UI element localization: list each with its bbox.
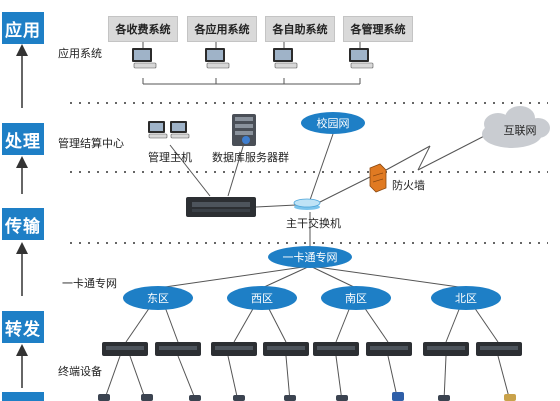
access-switch-icon	[263, 342, 309, 356]
section-label-mgmt: 管理结算中心	[58, 137, 124, 150]
section-label-term: 终端设备	[58, 365, 102, 378]
access-switch-icon	[102, 342, 148, 356]
access-switch-icon	[155, 342, 201, 356]
terminal-device-icon	[284, 395, 296, 401]
terminal-device-icon	[438, 395, 450, 401]
zone-node-north: 北区	[431, 286, 501, 310]
mgmt-host-label: 管理主机	[148, 151, 192, 164]
access-switch-icon	[313, 342, 359, 356]
computer-icon	[170, 121, 190, 139]
system-box-mgmt: 各管理系统	[343, 16, 413, 42]
zone-node-west: 西区	[227, 286, 297, 310]
core-switch-node	[293, 198, 321, 210]
access-switch-icon	[366, 342, 412, 356]
computer-icon	[148, 121, 168, 139]
computer-icon	[349, 48, 374, 69]
internet-label: 互联网	[504, 124, 537, 137]
tier-forwarding: 转发	[2, 311, 44, 343]
terminal-device-icon	[98, 394, 110, 401]
terminal-device-icon	[504, 394, 516, 401]
computer-icon	[273, 48, 298, 69]
access-switch-icon	[423, 342, 469, 356]
one-card-network-node: 一卡通专网	[268, 246, 352, 268]
terminal-device-icon	[233, 395, 245, 401]
campus-network-node: 校园网	[301, 112, 365, 134]
tier-processing: 处理	[2, 123, 44, 155]
section-label-app: 应用系统	[58, 47, 102, 60]
firewall-label: 防火墙	[392, 179, 425, 192]
zone-label-east: 东区	[147, 292, 169, 305]
computer-icon	[132, 48, 157, 69]
tier-application: 应用	[2, 12, 44, 44]
terminal-device-icon	[141, 394, 153, 401]
tier-terminal	[2, 392, 44, 401]
system-box-app: 各应用系统	[187, 16, 257, 42]
computer-icon	[205, 48, 230, 69]
access-switch-icon	[211, 342, 257, 356]
system-box-fee: 各收费系统	[108, 16, 178, 42]
database-server-icon	[232, 114, 256, 146]
core-switch-label: 主干交换机	[286, 217, 341, 230]
section-label-net: 一卡通专网	[62, 277, 117, 290]
db-server-label: 数据库服务器群	[212, 151, 289, 164]
campus-network-label: 校园网	[317, 116, 350, 130]
terminal-device-icon	[392, 392, 404, 401]
internet-cloud: 互联网	[482, 106, 550, 148]
zone-label-north: 北区	[455, 292, 477, 305]
terminal-device-icon	[189, 395, 201, 401]
zone-label-south: 南区	[345, 292, 367, 305]
one-card-network-label: 一卡通专网	[283, 250, 338, 264]
zone-label-west: 西区	[251, 292, 273, 305]
zone-node-east: 东区	[123, 286, 193, 310]
core-switch-icon	[186, 197, 256, 217]
access-switch-icon	[476, 342, 522, 356]
firewall-icon	[369, 163, 387, 193]
zone-node-south: 南区	[321, 286, 391, 310]
tier-transmission: 传输	[2, 208, 44, 240]
system-box-self: 各自助系统	[265, 16, 335, 42]
terminal-device-icon	[336, 395, 348, 401]
